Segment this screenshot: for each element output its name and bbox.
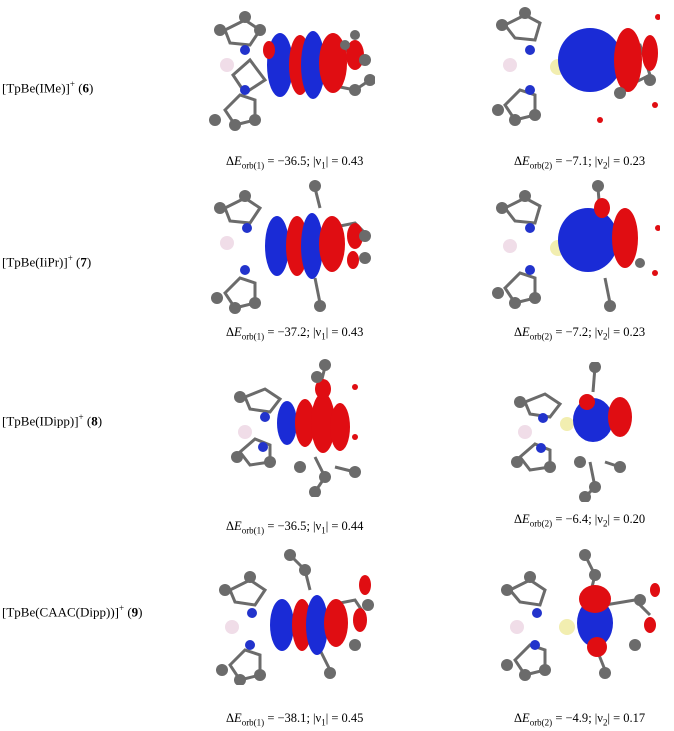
caption-v-subscript: 1	[321, 331, 326, 342]
compound-label: [TpBe(CAAC(Dipp))]+ (9)	[2, 603, 143, 620]
compound-label: [TpBe(IDipp)]+ (8)	[2, 412, 103, 429]
caption-subscript: orb(2)	[529, 518, 553, 529]
label-formula: [TpBe(IMe)]	[2, 80, 70, 96]
compound-label: [TpBe(IiPr)]+ (7)	[2, 253, 92, 270]
orbital-pi-render	[492, 7, 660, 126]
caption-energy: −7.1	[565, 154, 589, 168]
caption-eigenvalue: 0.45	[341, 711, 364, 725]
orbital-image-1	[205, 5, 375, 145]
compound-label: [TpBe(IMe)]+ (6)	[2, 79, 94, 96]
caption-energy: −4.9	[565, 711, 589, 725]
caption-eigenvalue: 0.17	[623, 711, 646, 725]
label-number: 6	[82, 80, 90, 96]
label-number: 7	[80, 254, 87, 270]
caption-eigenvalue: 0.23	[623, 154, 646, 168]
caption-eigenvalue: 0.20	[623, 512, 646, 526]
caption-energy: −7.2	[565, 325, 589, 339]
orbital-image-1	[225, 357, 395, 497]
orbital-sigma-render	[231, 359, 361, 497]
caption-subscript: orb(1)	[241, 717, 265, 728]
label-number: 9	[131, 604, 139, 620]
label-number: 8	[91, 413, 98, 429]
caption-subscript: orb(2)	[529, 331, 553, 342]
caption-energy: −38.1	[277, 711, 307, 725]
caption-orbital-2: ΔEorb(2) = −4.9; |ν2| = 0.17	[514, 711, 646, 728]
orbital-image-1	[210, 545, 380, 685]
caption-energy: −37.2	[277, 325, 307, 339]
orbital-image-2	[490, 5, 660, 145]
caption-orbital-2: ΔEorb(2) = −7.2; |ν2| = 0.23	[514, 325, 646, 342]
orbital-image-1	[205, 178, 375, 318]
caption-orbital-1: ΔEorb(1) = −36.5; |ν1| = 0.44	[226, 519, 364, 536]
caption-energy: −36.5	[277, 519, 307, 533]
caption-eigenvalue: 0.43	[341, 154, 364, 168]
caption-v-subscript: 1	[321, 525, 326, 536]
caption-v-subscript: 1	[321, 160, 326, 171]
caption-eigenvalue: 0.44	[341, 519, 364, 533]
caption-energy: −36.5	[277, 154, 307, 168]
label-formula: [TpBe(IiPr)]	[2, 254, 68, 270]
label-charge: +	[78, 412, 84, 422]
caption-eigenvalue: 0.43	[341, 325, 364, 339]
label-charge: +	[67, 253, 73, 263]
orbital-image-2	[505, 362, 674, 502]
label-formula: [TpBe(IDipp)]	[2, 413, 79, 429]
orbital-sigma-render	[216, 549, 374, 685]
caption-orbital-2: ΔEorb(2) = −6.4; |ν2| = 0.20	[514, 512, 646, 529]
caption-energy: −6.4	[565, 512, 589, 526]
caption-orbital-2: ΔEorb(2) = −7.1; |ν2| = 0.23	[514, 154, 646, 171]
label-formula: [TpBe(CAAC(Dipp))]	[2, 604, 119, 620]
orbital-pi-render	[501, 549, 660, 681]
label-charge: +	[118, 603, 125, 613]
orbital-sigma-render	[211, 180, 371, 314]
caption-orbital-1: ΔEorb(1) = −37.2; |ν1| = 0.43	[226, 325, 364, 342]
orbital-pi-render	[511, 362, 632, 502]
caption-v-subscript: 2	[602, 331, 608, 342]
caption-v-subscript: 2	[602, 717, 608, 728]
orbital-pi-render	[492, 180, 660, 312]
caption-v-subscript: 2	[602, 518, 608, 529]
label-charge: +	[69, 79, 75, 89]
orbital-image-2	[490, 178, 660, 318]
caption-subscript: orb(2)	[529, 160, 553, 171]
orbital-image-2	[495, 545, 665, 685]
caption-v-subscript: 1	[321, 717, 326, 728]
caption-subscript: orb(1)	[241, 160, 265, 171]
caption-orbital-1: ΔEorb(1) = −38.1; |ν1| = 0.45	[226, 711, 364, 728]
caption-subscript: orb(2)	[529, 717, 553, 728]
orbital-sigma-render	[209, 11, 375, 131]
caption-eigenvalue: 0.23	[623, 325, 646, 339]
caption-orbital-1: ΔEorb(1) = −36.5; |ν1| = 0.43	[226, 154, 364, 171]
caption-v-subscript: 2	[602, 160, 608, 171]
caption-subscript: orb(1)	[241, 331, 265, 342]
caption-subscript: orb(1)	[241, 525, 265, 536]
